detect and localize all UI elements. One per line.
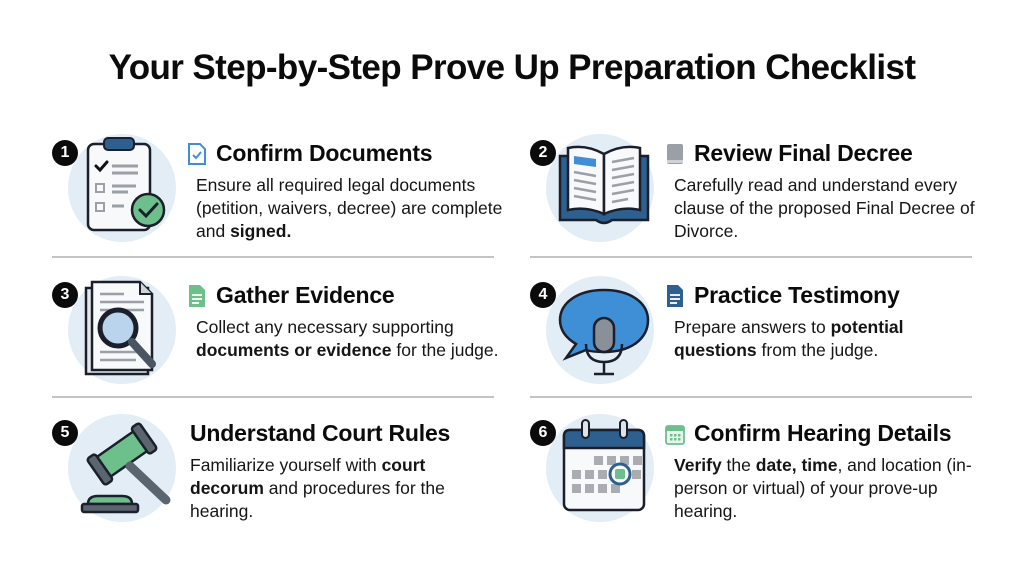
step-heading-row: Gather Evidence bbox=[186, 282, 395, 309]
gavel-icon bbox=[80, 422, 171, 514]
emphasis-text: date, time bbox=[755, 455, 838, 475]
step-heading-row: Confirm Hearing Details bbox=[664, 420, 952, 447]
emphasis-text: signed. bbox=[230, 221, 292, 241]
calendar-icon bbox=[562, 419, 646, 512]
document-check-icon bbox=[188, 142, 206, 165]
step-description: Familiarize yourself with court decorum … bbox=[190, 454, 500, 523]
calendar-small-icon bbox=[665, 424, 685, 445]
step-number-badge: 2 bbox=[530, 140, 556, 166]
step-heading: Review Final Decree bbox=[694, 140, 913, 166]
description-text: Carefully read and understand every clau… bbox=[674, 175, 975, 241]
step-number-badge: 5 bbox=[52, 420, 78, 446]
step-heading-row: Practice Testimony bbox=[664, 282, 900, 309]
step-1: 1 Confirm Documents Ensure all required … bbox=[52, 134, 502, 264]
divider bbox=[530, 396, 972, 398]
emphasis-text: documents or evidence bbox=[196, 340, 392, 360]
document-lines-icon bbox=[189, 284, 205, 307]
step-2: 2 Review Final Decree Carefully read and… bbox=[530, 134, 980, 264]
step-description: Carefully read and understand every clau… bbox=[674, 174, 984, 243]
step-4: 4 Practice Testimony Prepare answers to … bbox=[530, 276, 980, 406]
emphasis-text: Verify bbox=[674, 455, 722, 475]
description-text: Prepare answers to bbox=[674, 317, 831, 337]
description-text: Collect any necessary supporting bbox=[196, 317, 454, 337]
clipboard-checklist-icon bbox=[86, 137, 166, 232]
emphasis-text: potential questions bbox=[674, 317, 904, 360]
description-text: Familiarize yourself with bbox=[190, 455, 382, 475]
speech-bubble-microphone-icon bbox=[558, 288, 650, 376]
book-icon bbox=[667, 143, 683, 164]
step-heading: Gather Evidence bbox=[216, 282, 395, 308]
description-text: and procedures for the hearing. bbox=[190, 478, 445, 521]
step-5: 5 Understand Court Rules Familiarize you… bbox=[52, 414, 502, 544]
step-description: Ensure all required legal documents (pet… bbox=[196, 174, 506, 243]
step-number-badge: 4 bbox=[530, 282, 556, 308]
divider bbox=[52, 256, 494, 258]
step-heading-row: Review Final Decree bbox=[664, 140, 913, 167]
step-description: Verify the date, time, and location (in-… bbox=[674, 454, 984, 523]
description-text: the bbox=[721, 455, 756, 475]
description-text: Ensure all required legal documents (pet… bbox=[196, 175, 503, 241]
step-heading: Confirm Hearing Details bbox=[694, 420, 952, 446]
step-heading: Practice Testimony bbox=[694, 282, 900, 308]
step-3: 3 Gather Evidence Collect any necessary … bbox=[52, 276, 502, 406]
step-6: 6 Confirm Hearing Details Verify the dat… bbox=[530, 414, 980, 544]
step-number-badge: 6 bbox=[530, 420, 556, 446]
step-number-badge: 1 bbox=[52, 140, 78, 166]
step-heading-row: Understand Court Rules bbox=[190, 420, 450, 447]
description-text: from the judge. bbox=[756, 340, 879, 360]
open-book-icon bbox=[558, 145, 650, 225]
divider bbox=[52, 396, 494, 398]
divider bbox=[530, 256, 972, 258]
page-title: Your Step-by-Step Prove Up Preparation C… bbox=[108, 48, 916, 87]
description-text: for the judge. bbox=[391, 340, 499, 360]
document-magnifier-icon bbox=[84, 280, 156, 376]
description-text: , and location (in-person or virtual) of… bbox=[674, 455, 972, 521]
step-description: Collect any necessary supporting documen… bbox=[196, 316, 506, 362]
step-description: Prepare answers to potential questions f… bbox=[674, 316, 984, 362]
step-number-badge: 3 bbox=[52, 282, 78, 308]
step-heading: Confirm Documents bbox=[216, 140, 433, 166]
emphasis-text: court decorum bbox=[190, 455, 426, 498]
document-blue-icon bbox=[667, 284, 683, 307]
step-heading-row: Confirm Documents bbox=[186, 140, 433, 167]
step-heading: Understand Court Rules bbox=[190, 420, 451, 446]
